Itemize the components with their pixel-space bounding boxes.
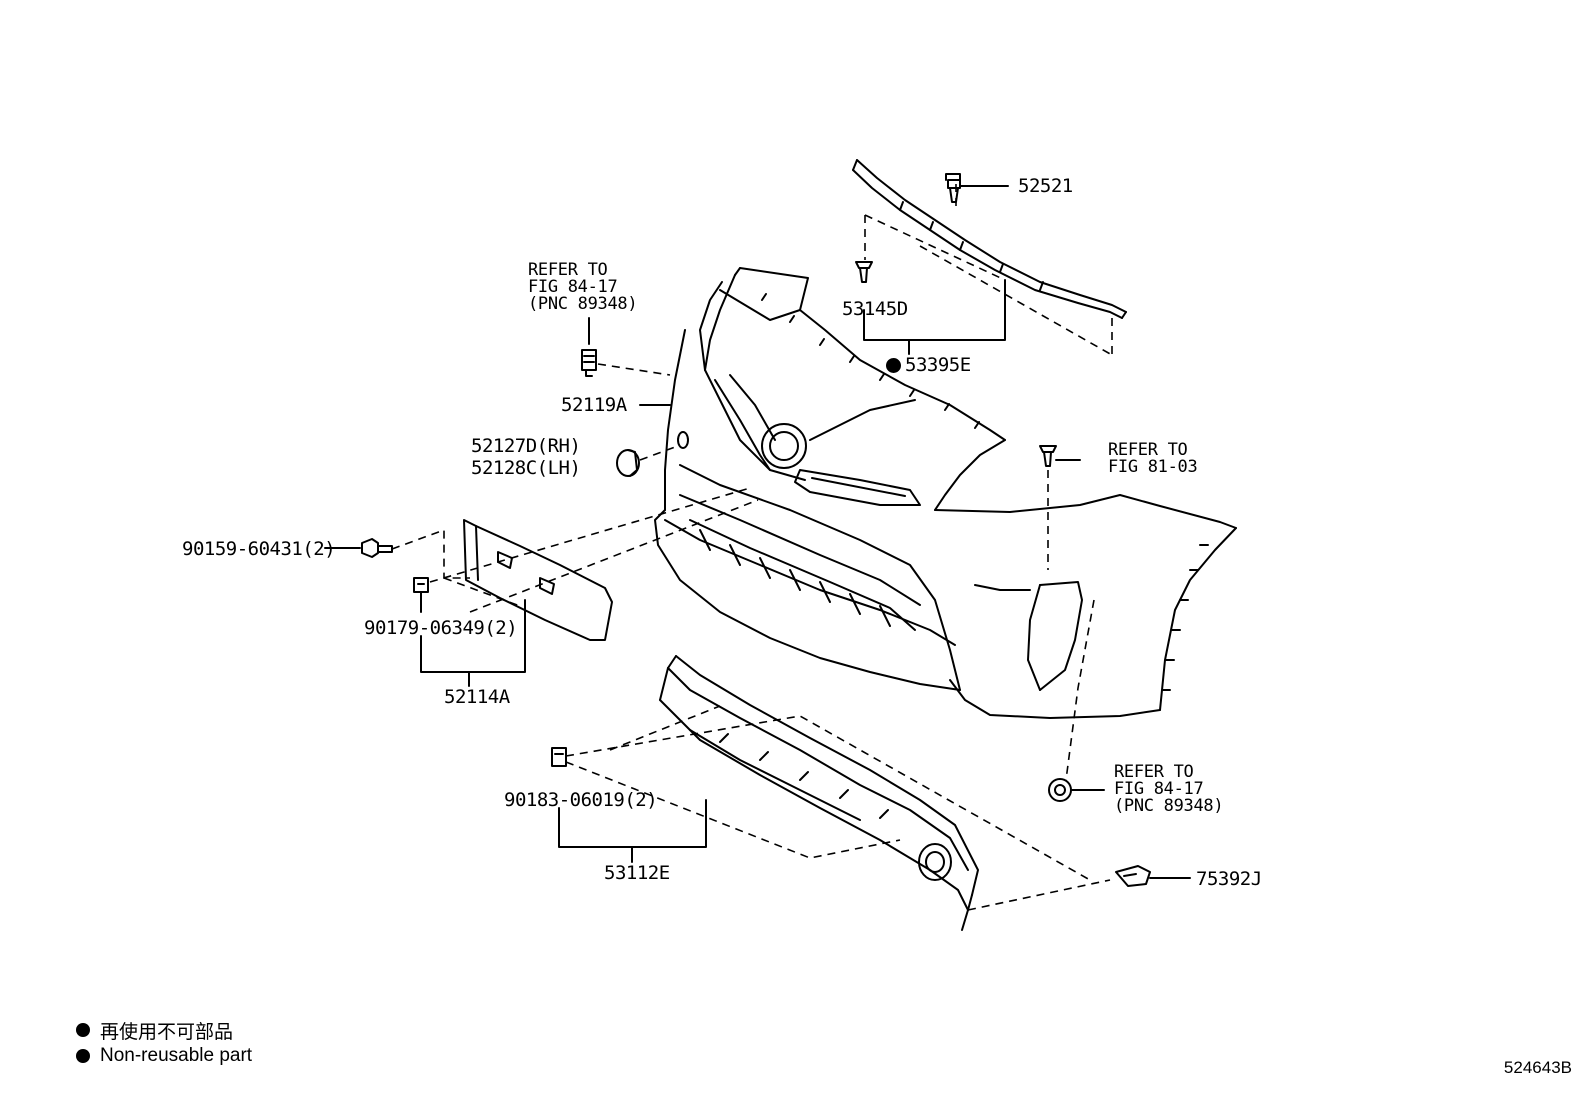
- label-75392j: 75392J: [1196, 868, 1262, 890]
- bullet-icon: [76, 1049, 90, 1063]
- label-90179: 90179-06349(2): [364, 617, 518, 639]
- label-52119a: 52119A: [561, 394, 627, 416]
- label-53395e: 53395E: [905, 354, 971, 376]
- ref-note-bottom-line: REFER TO: [1114, 762, 1194, 782]
- clip-53145d: [855, 261, 873, 283]
- document-id: 524643B: [1503, 1058, 1572, 1077]
- lower-grille-53112e: [659, 655, 979, 931]
- nut-90179: [413, 577, 429, 593]
- clip-90183: [551, 747, 567, 767]
- ref-note-top-line: FIG 84-17: [528, 277, 618, 297]
- non-reusable-bullet-icon: [886, 357, 901, 373]
- bullet-icon: [76, 1023, 90, 1037]
- clip-right: [1039, 445, 1057, 467]
- label-52521: 52521: [1018, 175, 1073, 197]
- ref-note-top: REFER TO FIG 84-17 (PNC 89348): [528, 260, 638, 314]
- label-90183: 90183-06019(2): [504, 789, 658, 811]
- legend-row-en: Non-reusable part: [76, 1043, 252, 1069]
- label-53112e: 53112E: [604, 862, 670, 884]
- legend-jp-text: 再使用不可部品: [100, 1021, 234, 1043]
- ref-note-right-line: FIG 81-03: [1108, 457, 1198, 477]
- upper-retainer-strip: [852, 159, 1127, 319]
- legend-en-text: Non-reusable part: [100, 1045, 253, 1066]
- legend: 再使用不可部品 Non-reusable part: [76, 1017, 252, 1069]
- clip-52521: [945, 173, 961, 203]
- label-53395e-wrap: 53395E: [886, 354, 971, 376]
- ref-note-bottom-line: FIG 84-17: [1114, 779, 1204, 799]
- label-90159: 90159-60431(2): [182, 538, 336, 560]
- clip-75392j: [1115, 865, 1151, 887]
- label-52114a: 52114A: [444, 686, 510, 708]
- ref-note-bottom-line: (PNC 89348): [1114, 796, 1224, 816]
- cap-52127d: [616, 449, 640, 477]
- ref-note-right: REFER TO FIG 81-03: [1108, 440, 1198, 477]
- ref-note-top-line: REFER TO: [528, 260, 608, 280]
- bumper-cover-52119a: [654, 267, 1237, 719]
- clip-top-left: [581, 349, 597, 377]
- ref-note-bottom: REFER TO FIG 84-17 (PNC 89348): [1114, 762, 1224, 816]
- screw-90159: [361, 538, 393, 558]
- ref-note-top-line: (PNC 89348): [528, 294, 638, 314]
- legend-row-jp: 再使用不可部品: [76, 1017, 252, 1043]
- fastener-bottom: [1048, 778, 1072, 802]
- label-53145d: 53145D: [842, 298, 908, 320]
- license-bracket-52114a: [463, 519, 613, 641]
- ref-note-right-line: REFER TO: [1108, 440, 1188, 460]
- label-52128c: 52128C(LH): [471, 457, 581, 479]
- label-52127d: 52127D(RH): [471, 435, 581, 457]
